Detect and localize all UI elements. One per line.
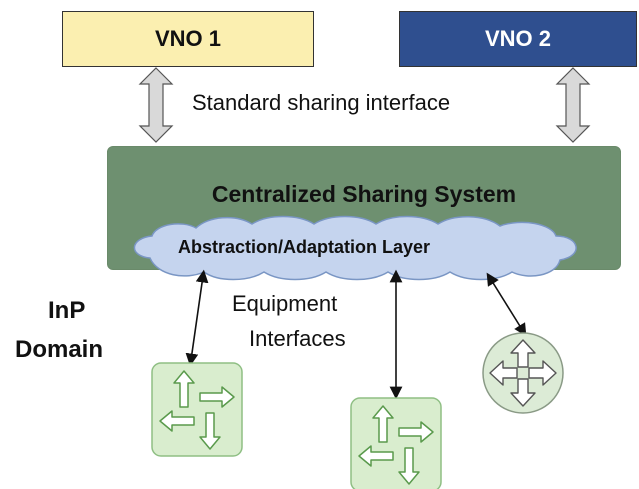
vno-1-label: VNO 1 bbox=[154, 26, 222, 51]
switch-icon bbox=[350, 397, 442, 489]
abstraction-layer-label: Abstraction/Adaptation Layer bbox=[178, 237, 431, 257]
switch-icon bbox=[151, 362, 243, 457]
vno-2-box: VNO 2 bbox=[399, 11, 637, 67]
vno-1-box: VNO 1 bbox=[62, 11, 314, 67]
vno-2-label: VNO 2 bbox=[484, 26, 552, 51]
vno-2-double-arrow bbox=[555, 67, 591, 143]
vno-1-double-arrow bbox=[138, 67, 174, 143]
equipment-interfaces-label-line2: Interfaces bbox=[249, 326, 346, 351]
standard-sharing-interface-label: Standard sharing interface bbox=[192, 90, 451, 115]
equipment-arrow-1 bbox=[185, 269, 209, 367]
inp-domain-label-line1: InP bbox=[48, 297, 86, 324]
equipment-arrow-3 bbox=[486, 272, 527, 337]
abstraction-layer-cloud bbox=[133, 215, 577, 281]
equipment-interfaces-label-line1: Equipment bbox=[232, 291, 338, 316]
router-icon bbox=[482, 332, 564, 414]
inp-domain-label-line2: Domain bbox=[15, 336, 104, 363]
centralized-sharing-system-title: Centralized Sharing System bbox=[211, 181, 517, 207]
